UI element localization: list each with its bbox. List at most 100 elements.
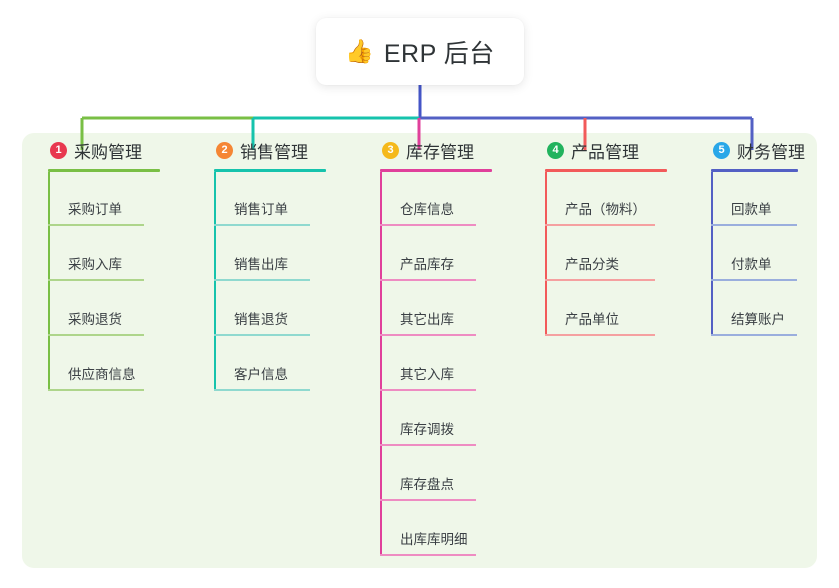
branch-header-1[interactable]: 1 采购管理 <box>34 133 184 167</box>
leaf-underline <box>380 389 476 391</box>
branch-underline-3 <box>380 169 492 172</box>
leaf-label: 供应商信息 <box>68 367 136 382</box>
branch-items-5: 回款单付款单结算账户 <box>697 172 822 337</box>
leaf-underline <box>545 224 655 226</box>
branch-column-4: 4 产品管理产品（物料） 产品分类产品单位 <box>531 133 691 337</box>
leaf-node[interactable]: 出库库明细 <box>366 502 516 557</box>
leaf-label: 仓库信息 <box>400 202 454 217</box>
branch-header-4[interactable]: 4 产品管理 <box>531 133 691 167</box>
leaf-node[interactable]: 采购订单 <box>34 172 184 227</box>
leaf-underline <box>214 279 310 281</box>
leaf-underline <box>545 279 655 281</box>
branch-title-3: 库存管理 <box>406 142 474 162</box>
leaf-underline <box>380 554 476 556</box>
leaf-label: 出库库明细 <box>400 532 468 547</box>
leaf-label: 产品（物料） <box>565 202 646 217</box>
leaf-label: 产品分类 <box>565 257 619 272</box>
branch-title-4: 产品管理 <box>571 142 639 162</box>
branch-column-3: 3 库存管理仓库信息产品库存其它出库其它入库库存调拨库存盘点出库库明细 <box>366 133 516 557</box>
branch-title-5: 财务管理 <box>737 142 805 162</box>
thumbs-up-icon: 👍 <box>345 38 374 64</box>
leaf-node[interactable]: 销售退货 <box>200 282 350 337</box>
leaf-label: 其它出库 <box>400 312 454 327</box>
diagram-panel <box>22 133 817 568</box>
leaf-node[interactable]: 其它入库 <box>366 337 516 392</box>
branch-header-2[interactable]: 2 销售管理 <box>200 133 350 167</box>
branch-items-2: 销售订单销售出库销售退货客户信息 <box>200 172 350 392</box>
branch-column-5: 5 财务管理回款单付款单结算账户 <box>697 133 822 337</box>
leaf-node[interactable]: 产品分类 <box>531 227 691 282</box>
branch-underline-2 <box>214 169 326 172</box>
leaf-label: 销售订单 <box>234 202 288 217</box>
branch-spine-4 <box>545 172 547 334</box>
leaf-node[interactable]: 产品库存 <box>366 227 516 282</box>
leaf-node[interactable]: 结算账户 <box>697 282 822 337</box>
leaf-node[interactable]: 产品单位 <box>531 282 691 337</box>
branch-columns: 1 采购管理采购订单采购入库采购退货供应商信息 2 销售管理销售订单销售出库销售退货客… <box>0 133 839 568</box>
leaf-label: 库存调拨 <box>400 422 454 437</box>
leaf-underline <box>380 444 476 446</box>
leaf-label: 库存盘点 <box>400 477 454 492</box>
leaf-underline <box>214 334 310 336</box>
leaf-node[interactable]: 回款单 <box>697 172 822 227</box>
leaf-node[interactable]: 客户信息 <box>200 337 350 392</box>
branch-spine-3 <box>380 172 382 554</box>
leaf-node[interactable]: 采购入库 <box>34 227 184 282</box>
leaf-underline <box>48 389 144 391</box>
leaf-label: 销售退货 <box>234 312 288 327</box>
leaf-label: 客户信息 <box>234 367 288 382</box>
branch-badge-1: 1 <box>50 141 67 159</box>
leaf-label: 采购退货 <box>68 312 122 327</box>
branch-column-1: 1 采购管理采购订单采购入库采购退货供应商信息 <box>34 133 184 392</box>
leaf-underline <box>48 279 144 281</box>
leaf-underline <box>380 224 476 226</box>
leaf-underline <box>214 224 310 226</box>
leaf-label: 销售出库 <box>234 257 288 272</box>
leaf-underline <box>545 334 655 336</box>
leaf-label: 采购订单 <box>68 202 122 217</box>
root-node-card[interactable]: 👍 ERP 后台 <box>316 18 524 85</box>
branch-title-2: 销售管理 <box>240 142 308 162</box>
leaf-label: 回款单 <box>731 202 772 217</box>
leaf-underline <box>380 279 476 281</box>
leaf-label: 采购入库 <box>68 257 122 272</box>
branch-items-3: 仓库信息产品库存其它出库其它入库库存调拨库存盘点出库库明细 <box>366 172 516 557</box>
leaf-node[interactable]: 销售出库 <box>200 227 350 282</box>
leaf-node[interactable]: 库存调拨 <box>366 392 516 447</box>
leaf-node[interactable]: 产品（物料） <box>531 172 691 227</box>
branch-underline-4 <box>545 169 667 172</box>
branch-items-1: 采购订单采购入库采购退货供应商信息 <box>34 172 184 392</box>
branch-badge-4: 4 <box>547 141 564 159</box>
leaf-underline <box>48 224 144 226</box>
branch-badge-5: 5 <box>713 141 730 159</box>
branch-header-3[interactable]: 3 库存管理 <box>366 133 516 167</box>
leaf-label: 结算账户 <box>731 312 785 327</box>
leaf-node[interactable]: 付款单 <box>697 227 822 282</box>
branch-spine-5 <box>711 172 713 334</box>
leaf-node[interactable]: 仓库信息 <box>366 172 516 227</box>
branch-badge-3: 3 <box>382 141 399 159</box>
leaf-node[interactable]: 供应商信息 <box>34 337 184 392</box>
leaf-underline <box>380 499 476 501</box>
leaf-underline <box>48 334 144 336</box>
leaf-label: 付款单 <box>731 257 772 272</box>
leaf-node[interactable]: 采购退货 <box>34 282 184 337</box>
branch-items-4: 产品（物料） 产品分类产品单位 <box>531 172 691 337</box>
leaf-label: 其它入库 <box>400 367 454 382</box>
branch-underline-1 <box>48 169 160 172</box>
branch-column-2: 2 销售管理销售订单销售出库销售退货客户信息 <box>200 133 350 392</box>
leaf-underline <box>214 389 310 391</box>
branch-underline-5 <box>711 169 798 172</box>
branch-title-1: 采购管理 <box>74 142 142 162</box>
branch-badge-2: 2 <box>216 141 233 159</box>
leaf-label: 产品库存 <box>400 257 454 272</box>
leaf-label: 产品单位 <box>565 312 619 327</box>
leaf-node[interactable]: 其它出库 <box>366 282 516 337</box>
root-node-title: ERP 后台 <box>383 39 495 68</box>
leaf-node[interactable]: 库存盘点 <box>366 447 516 502</box>
leaf-node[interactable]: 销售订单 <box>200 172 350 227</box>
branch-header-5[interactable]: 5 财务管理 <box>697 133 822 167</box>
leaf-underline <box>711 334 797 336</box>
leaf-underline <box>380 334 476 336</box>
leaf-underline <box>711 224 797 226</box>
